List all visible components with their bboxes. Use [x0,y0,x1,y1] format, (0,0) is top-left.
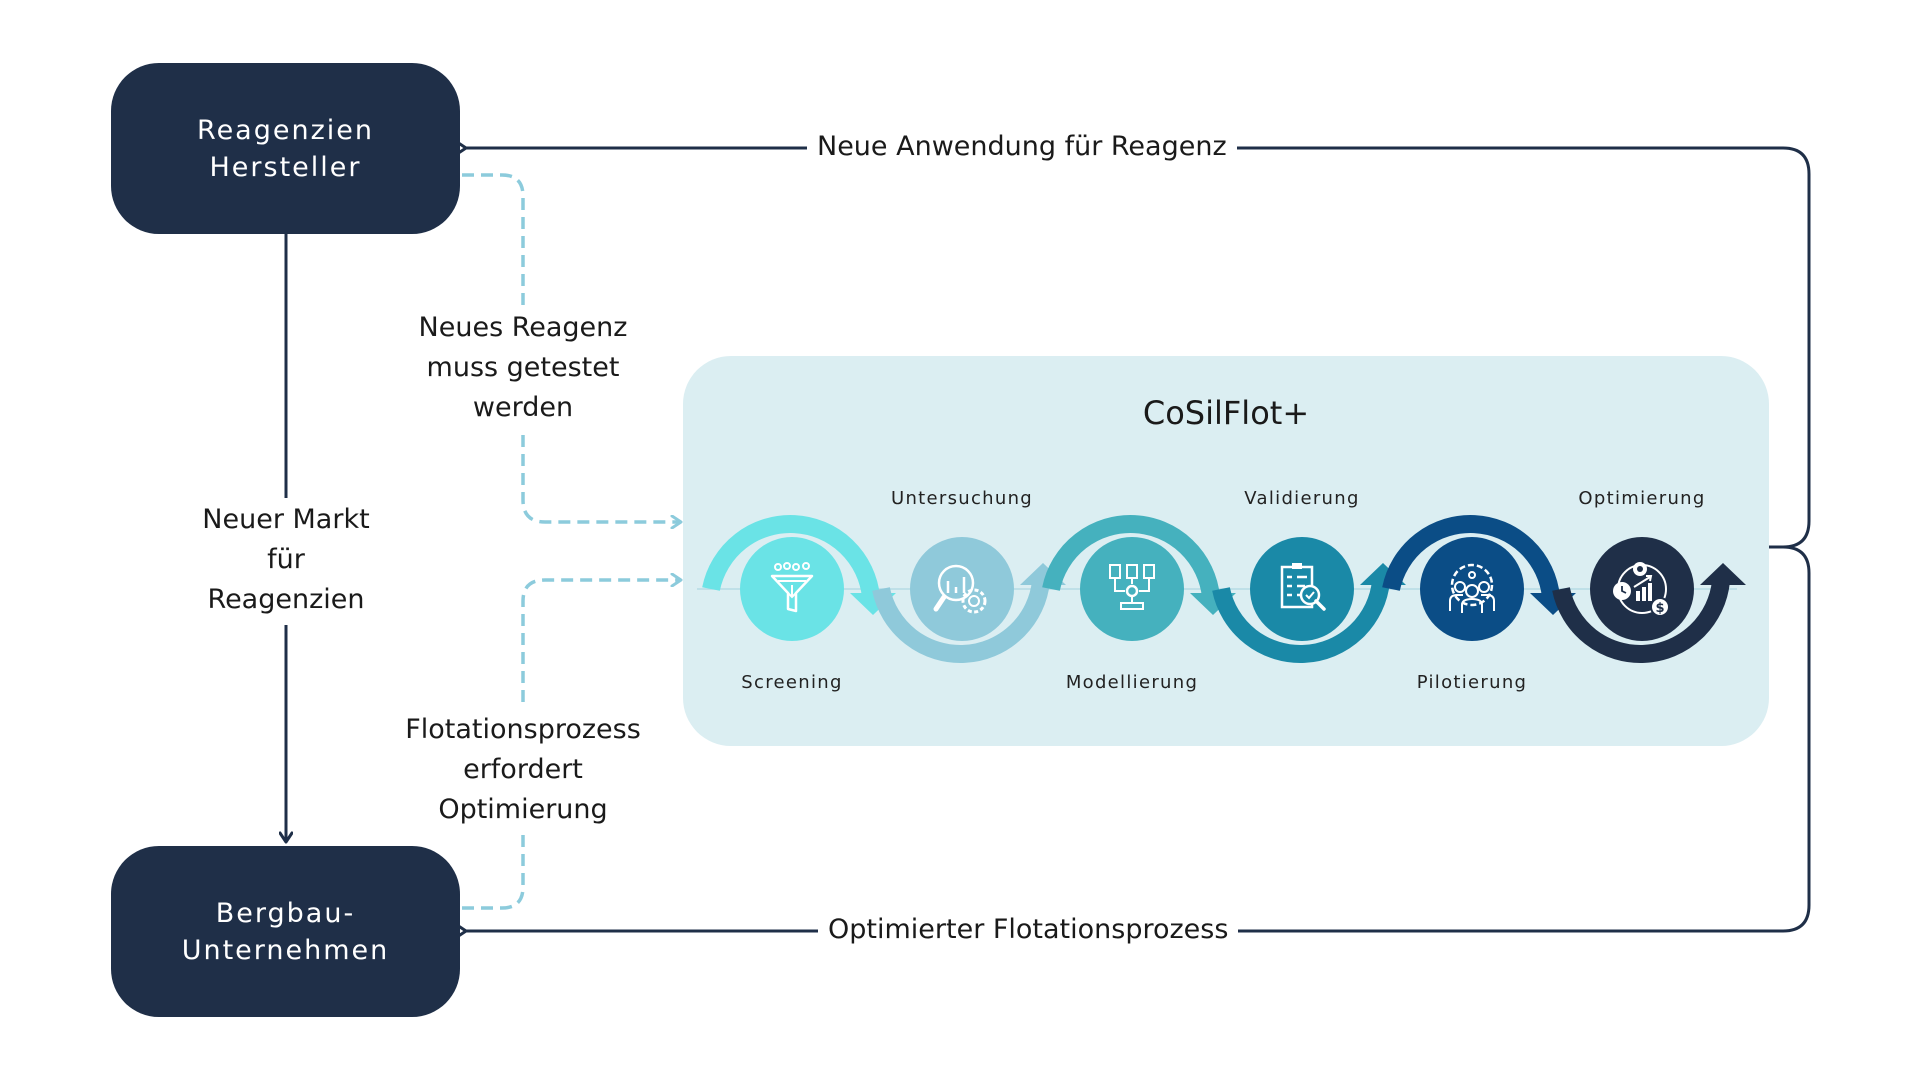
stage-arc [1042,515,1220,599]
stage-arc [1212,579,1390,663]
panel-title: CoSilFlot+ [1142,394,1310,432]
label-new-application: Neue Anwendung für Reagenz [807,129,1237,165]
stage-circle [1080,537,1184,641]
stage-circle [1420,537,1524,641]
stage-label-screening: Screening [741,672,843,693]
top-return-arrow [466,148,1811,549]
label-new-reagent-line2: muss getestet [426,352,620,383]
actor-reagent-manufacturer-line2: Hersteller [209,151,362,183]
process-stages: $ [697,515,1746,663]
stage-untersuchung [872,537,1066,663]
label-optimization-need-line1: Flotationsprozess [405,714,641,745]
label-optimization-need-line3: Optimierung [438,794,608,825]
label-new-market-line3: Reagenzien [207,584,365,615]
optimization-need-dashed-arrow [521,580,681,702]
stage-validierung [1212,537,1406,663]
stage-label-optimierung: Optimierung [1578,488,1706,509]
stage-optimierung: $ [1552,537,1746,663]
svg-text:$: $ [1655,601,1664,616]
optimization-cycle-icon: $ [1613,562,1670,617]
clipboard-check-icon [1280,563,1326,611]
label-optimized-process: Optimierter Flotationsprozess [818,912,1239,948]
optimization-need-dashed-lower [462,833,525,910]
actor-mining-company-line2: Unternehmen [181,934,390,966]
new-reagent-dashed-upper [462,173,525,305]
actor-reagent-manufacturer-line1: Reagenzien [197,114,374,146]
stage-label-untersuchung: Untersuchung [890,488,1034,509]
stage-arrowhead [1700,563,1746,585]
actor-mining-company[interactable]: Bergbau- Unternehmen [111,846,460,1017]
label-new-reagent-test: Neues Reagenz muss getestet werden [392,308,654,428]
team-gear-idea-icon [1449,563,1495,613]
stage-arc [872,579,1050,663]
bottom-return-arrow [466,545,1811,931]
label-new-reagent-line1: Neues Reagenz [418,312,628,343]
stage-arc [702,515,880,599]
analysis-magnifier-gear-icon [933,564,987,614]
stage-screening [702,515,896,641]
label-new-market-line2: für [267,544,305,575]
stage-circle [910,537,1014,641]
model-documents-gear-icon [1109,564,1155,610]
actor-mining-company-line1: Bergbau- [215,897,356,929]
label-new-market: Neuer Markt für Reagenzien [186,500,386,620]
stage-arc [1552,579,1730,663]
stage-label-modellierung: Modellierung [1065,672,1199,693]
actor-reagent-manufacturer[interactable]: Reagenzien Hersteller [111,63,460,234]
label-optimization-need: Flotationsprozess erfordert Optimierung [382,710,664,830]
label-new-market-line1: Neuer Markt [202,504,370,535]
new-reagent-dashed-arrow [521,435,681,522]
stage-label-pilotierung: Pilotierung [1416,672,1528,693]
stage-pilotierung [1382,515,1576,641]
label-optimization-need-line2: erfordert [463,754,583,785]
stage-label-validierung: Validierung [1244,488,1360,509]
stage-arc [1382,515,1560,599]
funnel-icon [770,562,814,613]
label-new-reagent-line3: werden [472,392,574,423]
stage-modellierung [1042,515,1236,641]
